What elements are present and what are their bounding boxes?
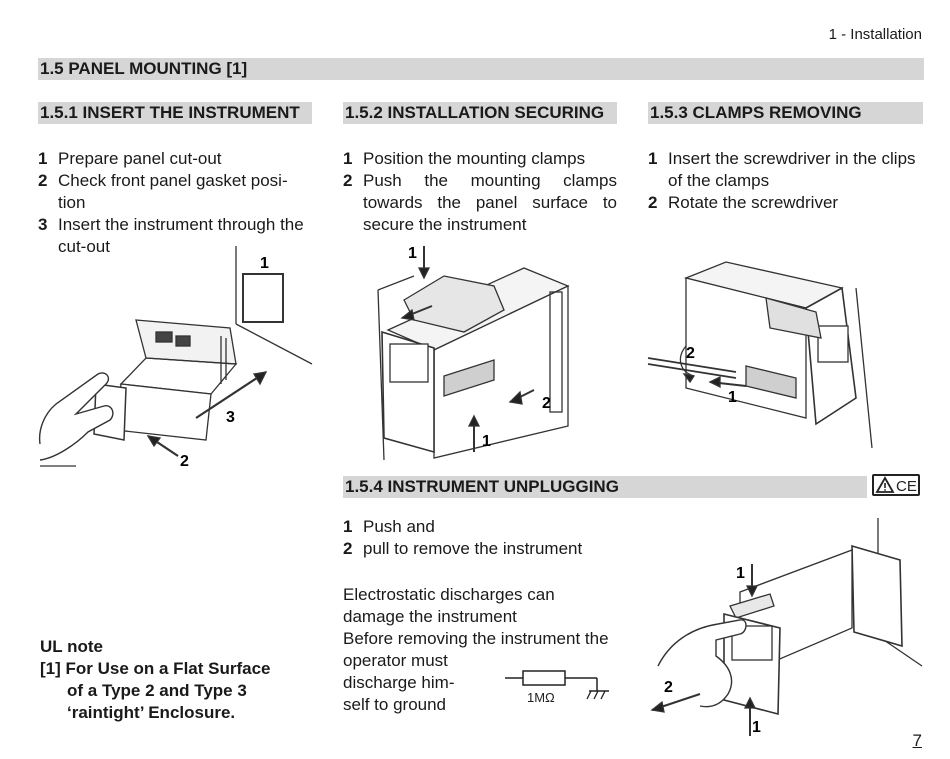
ce-mark-icon: CE xyxy=(872,474,920,496)
heading-installation-securing: 1.5.2 INSTALLATION SECURING xyxy=(343,102,617,124)
callout: 1 xyxy=(752,719,761,736)
callout: 2 xyxy=(180,453,189,470)
callout: 1 xyxy=(408,245,417,262)
heading-instrument-unplugging: 1.5.4 INSTRUMENT UNPLUGGING xyxy=(343,476,867,498)
esd-warning: Electrostatic discharges can damage the … xyxy=(343,585,609,714)
callout: 1 xyxy=(728,389,737,406)
callout: 1 xyxy=(736,565,745,582)
section-title: 1.5 PANEL MOUNTING [1] xyxy=(38,58,924,80)
ce-mark-text: CE xyxy=(896,478,917,494)
heading-clamps-removing: 1.5.3 CLAMPS REMOVING xyxy=(648,102,923,124)
callout: 3 xyxy=(226,409,235,426)
callout: 2 xyxy=(664,679,673,696)
callout: 1 xyxy=(260,255,269,272)
unplugging-illustration: 1 2 1 xyxy=(650,518,923,736)
callout: 2 xyxy=(542,395,551,412)
ul-note-title: UL note xyxy=(40,637,103,656)
heading-insert-instrument: 1.5.1 INSERT THE INSTRUMENT xyxy=(38,102,312,124)
securing-illustration: 1 2 1 xyxy=(377,245,570,461)
page-number: 7 xyxy=(912,731,922,750)
callout: 1 xyxy=(482,433,491,450)
callout: 2 xyxy=(686,345,695,362)
ul-note: UL note [1] For Use on a Flat Surface of… xyxy=(40,636,320,724)
resistor-label: 1MΩ xyxy=(527,690,555,705)
clamps-removing-illustration: 2 1 xyxy=(647,261,873,449)
running-header: 1 - Installation xyxy=(828,26,922,43)
resistor-ground-symbol: 1MΩ xyxy=(505,670,609,705)
insert-instrument-illustration: 1 2 3 xyxy=(38,246,313,470)
